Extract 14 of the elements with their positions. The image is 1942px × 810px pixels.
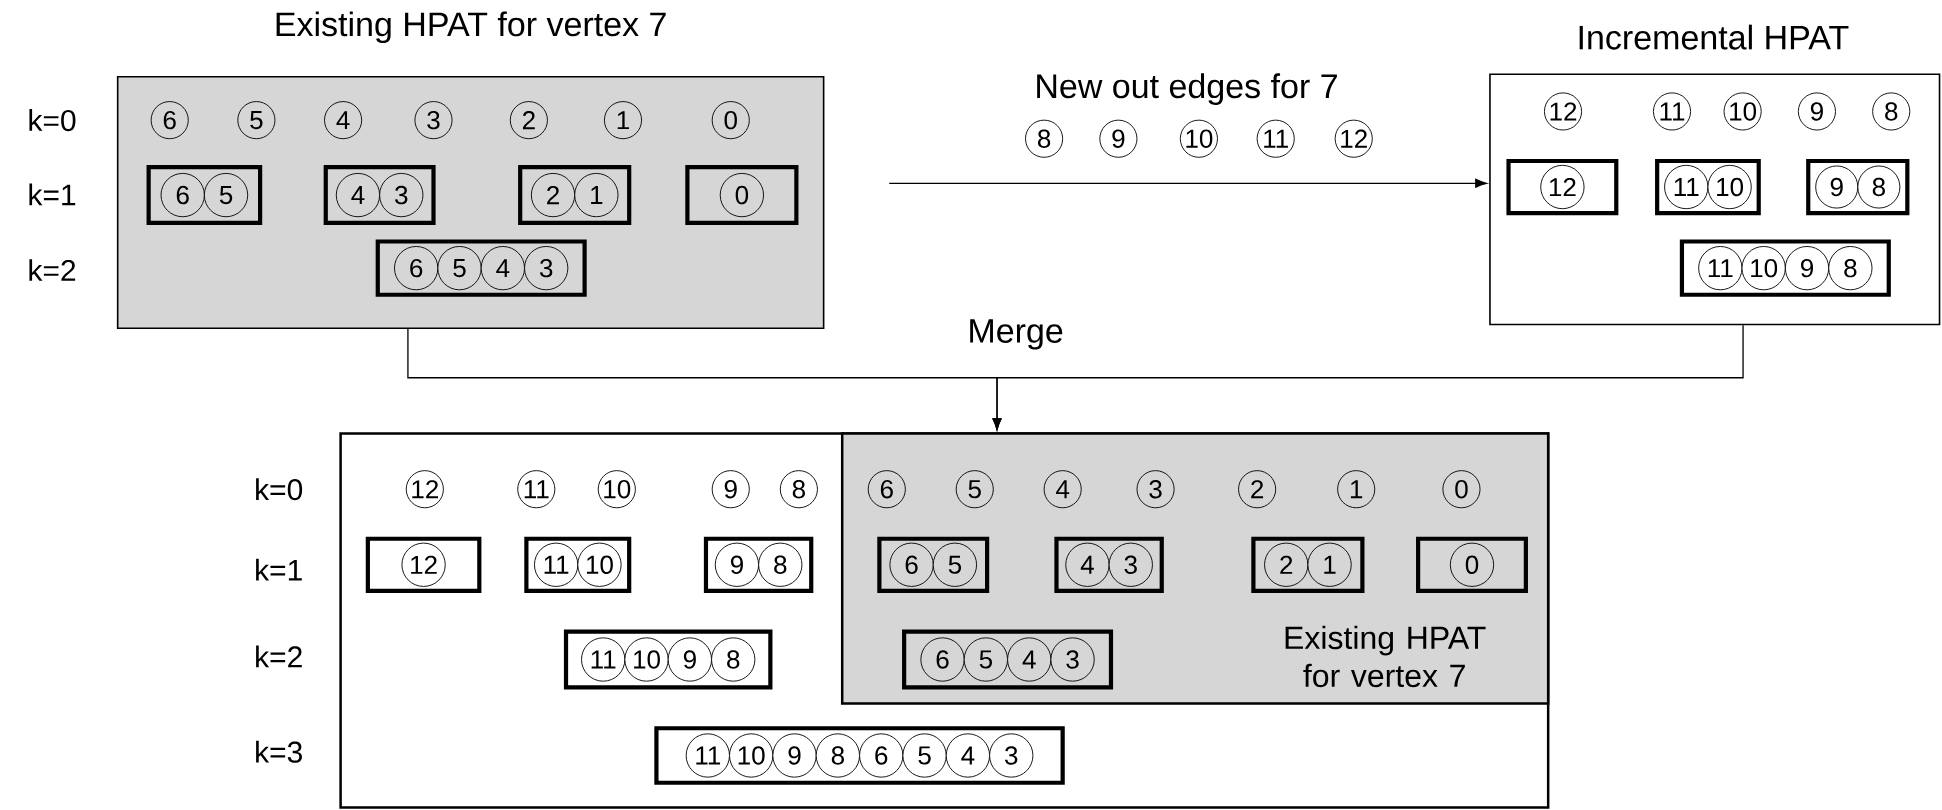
panel-title: Existing HPAT for vertex 7 — [276, 11, 666, 44]
row-label: k=3 — [256, 740, 302, 763]
arrow — [888, 178, 1487, 188]
panel-caption: Existing HPAT for vertex 7 — [1285, 625, 1486, 688]
row-label: k=1 — [256, 558, 302, 581]
edge-label: Merge — [965, 317, 1066, 352]
edge-label: New out edges for 7 — [1032, 71, 1341, 107]
row-label: k=2 — [29, 259, 76, 281]
arrow — [992, 324, 1744, 431]
row-label: k=2 — [256, 645, 302, 668]
panel-title: Incremental HPAT — [1579, 24, 1849, 50]
row-label: k=0 — [256, 478, 303, 501]
row-label: k=0 — [29, 109, 76, 132]
row-label: k=1 — [29, 183, 76, 206]
